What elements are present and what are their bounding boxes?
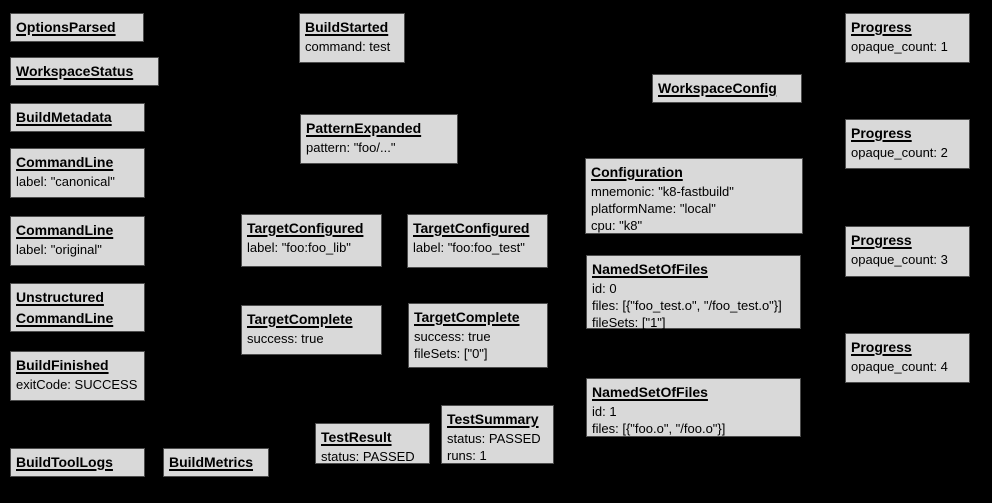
node-title: Progress (851, 339, 912, 355)
node-field: success: true (247, 331, 324, 346)
node-unstructured-command-line: Unstructured CommandLine (10, 283, 145, 332)
node-title: TestResult (321, 429, 392, 445)
node-title: Progress (851, 125, 912, 141)
node-field: opaque_count: 4 (851, 359, 948, 374)
node-field: platformName: "local" (591, 201, 716, 216)
node-field: status: PASSED (447, 431, 541, 446)
node-named-set-of-files-1: NamedSetOfFiles id: 1 files: [{"foo.o", … (586, 378, 801, 437)
node-progress-2: Progress opaque_count: 2 (845, 119, 970, 169)
node-target-configured-foo-test: TargetConfigured label: "foo:foo_test" (407, 214, 548, 268)
node-field: id: 1 (592, 404, 617, 419)
node-field: runs: 1 (447, 448, 487, 463)
node-title: NamedSetOfFiles (592, 384, 708, 400)
node-test-summary: TestSummary status: PASSED runs: 1 (441, 405, 554, 464)
node-field: exitCode: SUCCESS (16, 377, 138, 392)
node-title: BuildStarted (305, 19, 389, 35)
node-field: fileSets: ["0"] (414, 346, 488, 361)
node-workspace-config: WorkspaceConfig (652, 74, 802, 103)
node-test-result: TestResult status: PASSED (315, 423, 430, 464)
node-title: BuildToolLogs (16, 454, 113, 470)
node-title: BuildMetadata (16, 109, 112, 125)
node-field: fileSets: ["1"] (592, 315, 666, 330)
node-title: TestSummary (447, 411, 539, 427)
node-title: CommandLine (16, 154, 114, 170)
node-field: label: "foo:foo_lib" (247, 240, 351, 255)
node-options-parsed: OptionsParsed (10, 13, 144, 42)
node-command-line-original: CommandLine label: "original" (10, 216, 145, 266)
node-title: CommandLine (16, 222, 114, 238)
node-build-finished: BuildFinished exitCode: SUCCESS (10, 351, 145, 401)
node-field: files: [{"foo.o", "/foo.o"}] (592, 421, 726, 436)
node-field: label: "original" (16, 242, 102, 257)
node-configuration: Configuration mnemonic: "k8-fastbuild" p… (585, 158, 803, 234)
node-title: NamedSetOfFiles (592, 261, 708, 277)
node-title: PatternExpanded (306, 120, 422, 136)
node-title: WorkspaceConfig (658, 80, 777, 96)
node-title: OptionsParsed (16, 19, 116, 35)
node-field: opaque_count: 1 (851, 39, 948, 54)
node-field: success: true (414, 329, 491, 344)
node-build-metrics: BuildMetrics (163, 448, 269, 477)
node-build-metadata: BuildMetadata (10, 103, 145, 132)
node-field: label: "canonical" (16, 174, 115, 189)
node-title: BuildFinished (16, 357, 109, 373)
node-build-started: BuildStarted command: test (299, 13, 405, 63)
node-title: TargetComplete (247, 311, 353, 327)
node-pattern-expanded: PatternExpanded pattern: "foo/..." (300, 114, 458, 164)
node-workspace-status: WorkspaceStatus (10, 57, 159, 86)
node-title: Configuration (591, 164, 683, 180)
node-field: status: PASSED (321, 449, 415, 464)
node-progress-1: Progress opaque_count: 1 (845, 13, 970, 63)
node-title: Unstructured CommandLine (16, 289, 114, 326)
node-progress-4: Progress opaque_count: 4 (845, 333, 970, 383)
node-title: WorkspaceStatus (16, 63, 134, 79)
node-field: pattern: "foo/..." (306, 140, 396, 155)
node-target-complete-foo-lib: TargetComplete success: true (241, 305, 382, 355)
node-build-tool-logs: BuildToolLogs (10, 448, 145, 477)
node-field: mnemonic: "k8-fastbuild" (591, 184, 734, 199)
node-named-set-of-files-0: NamedSetOfFiles id: 0 files: [{"foo_test… (586, 255, 801, 330)
node-title: TargetComplete (414, 309, 520, 325)
node-title: Progress (851, 19, 912, 35)
node-field: command: test (305, 39, 391, 54)
node-target-complete-foo-test: TargetComplete success: true fileSets: [… (408, 303, 548, 368)
node-title: BuildMetrics (169, 454, 254, 470)
node-progress-3: Progress opaque_count: 3 (845, 226, 970, 277)
node-title: TargetConfigured (413, 220, 530, 236)
node-command-line-canonical: CommandLine label: "canonical" (10, 148, 145, 198)
node-field: id: 0 (592, 281, 617, 296)
node-field: opaque_count: 3 (851, 252, 948, 267)
node-target-configured-foo-lib: TargetConfigured label: "foo:foo_lib" (241, 214, 382, 267)
node-field: cpu: "k8" (591, 218, 643, 233)
node-title: Progress (851, 232, 912, 248)
node-field: opaque_count: 2 (851, 145, 948, 160)
node-title: TargetConfigured (247, 220, 364, 236)
node-field: files: [{"foo_test.o", "/foo_test.o"}] (592, 298, 782, 313)
node-field: label: "foo:foo_test" (413, 240, 525, 255)
